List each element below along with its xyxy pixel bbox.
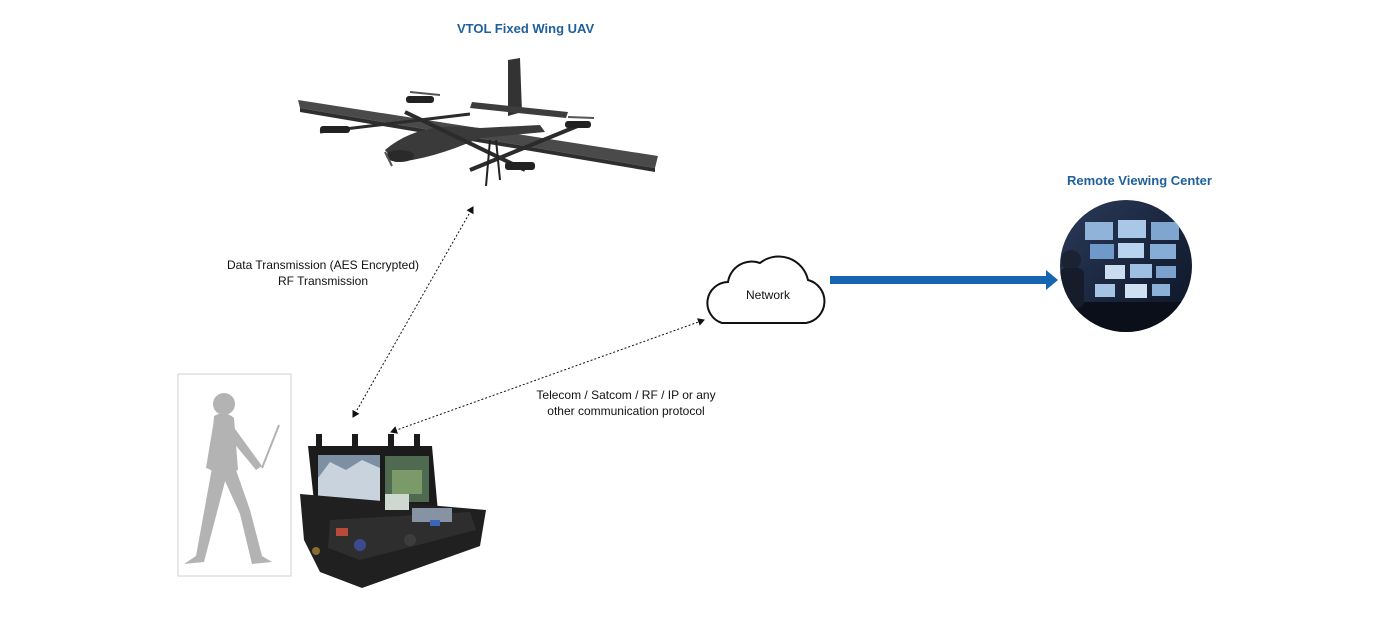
- walking-soldier-icon: [177, 373, 292, 577]
- remote-center-title: Remote Viewing Center: [1067, 173, 1212, 188]
- control-room-icon: [1060, 200, 1192, 332]
- uav-link-line2: RF Transmission: [277, 274, 369, 288]
- cloud-icon: [706, 255, 826, 324]
- network-to-remote-arrow: [830, 270, 1058, 290]
- network-link-arrow: [390, 318, 705, 434]
- uav-link-arrow: [352, 206, 474, 418]
- uav-title: VTOL Fixed Wing UAV: [457, 21, 595, 36]
- cloud-label: Network: [745, 288, 790, 302]
- ground-control-station-icon: [300, 434, 486, 588]
- uav-drone-icon: [298, 58, 658, 187]
